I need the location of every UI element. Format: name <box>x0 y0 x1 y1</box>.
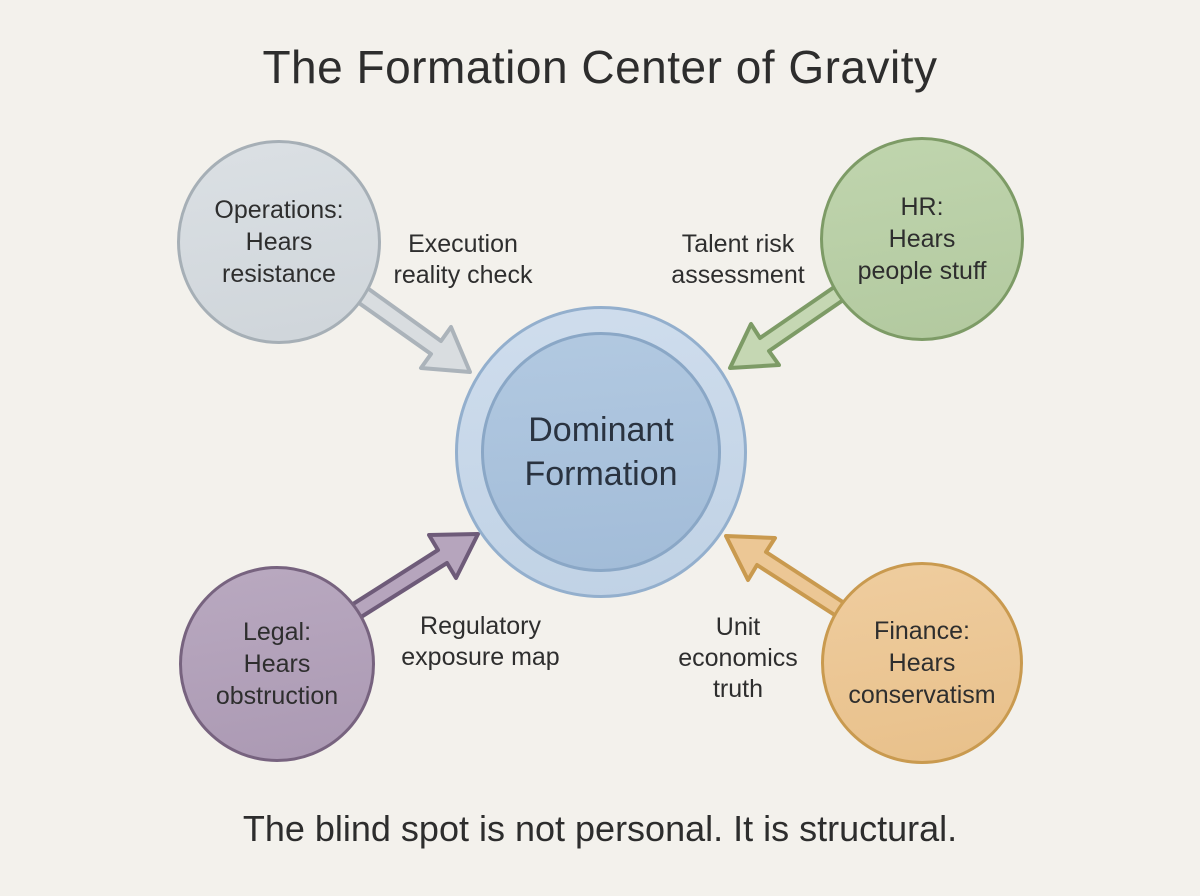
hr-arrow-icon <box>728 279 854 370</box>
operations-node: Operations: Hears resistance <box>177 140 381 344</box>
operations-arrow-icon <box>347 280 472 374</box>
hr-arrow-label-line-1: Talent risk <box>681 230 795 258</box>
finance-node-label-line-1: Finance: <box>874 617 970 645</box>
finance-arrow-label: Unit economics truth <box>638 612 838 705</box>
center-node-inner: Dominant Formation <box>481 332 721 572</box>
hr-arrow-label: Talent risk assessment <box>628 229 848 291</box>
finance-node-label-line-2: Hears <box>888 649 956 677</box>
finance-arrow-label-line-3: truth <box>712 675 764 703</box>
finance-arrow-label-line-1: Unit <box>715 613 761 641</box>
legal-arrow-label-line-2: exposure map <box>401 643 560 671</box>
legal-node: Legal: Hears obstruction <box>179 566 375 762</box>
finance-arrow-label-line-2: economics <box>678 644 798 672</box>
legal-arrow-label-line-1: Regulatory <box>420 612 541 640</box>
legal-arrow-label: Regulatory exposure map <box>368 611 593 673</box>
operations-arrow-label-line-2: reality check <box>393 261 533 289</box>
hr-node-label-line-2: Hears <box>888 225 956 253</box>
diagram-title: The Formation Center of Gravity <box>262 41 938 93</box>
operations-arrow-label-line-1: Execution <box>408 230 518 258</box>
hr-node-label-line-1: HR: <box>900 193 944 221</box>
operations-node-label-line-2: Hears <box>245 228 313 256</box>
operations-arrow-label: Execution reality check <box>353 229 573 291</box>
legal-node-label-line-3: obstruction <box>215 682 339 710</box>
hr-node: HR: Hears people stuff <box>820 137 1024 341</box>
legal-arrow-icon <box>340 532 480 626</box>
finance-node: Finance: Hears conservatism <box>821 562 1023 764</box>
hr-node-label-line-3: people stuff <box>857 257 987 285</box>
operations-node-label-line-1: Operations: <box>214 196 344 224</box>
finance-arrow-icon <box>724 534 854 623</box>
center-node-label-line-1: Dominant <box>528 411 674 449</box>
operations-node-label-line-3: resistance <box>222 260 336 288</box>
hr-arrow-label-line-2: assessment <box>671 261 805 289</box>
diagram-caption: The blind spot is not personal. It is st… <box>242 808 958 849</box>
legal-node-label-line-1: Legal: <box>242 618 312 646</box>
legal-node-label-line-2: Hears <box>243 650 311 678</box>
center-node: Dominant Formation <box>455 306 747 598</box>
center-node-label-line-2: Formation <box>524 455 678 493</box>
finance-node-label-line-3: conservatism <box>848 681 996 709</box>
